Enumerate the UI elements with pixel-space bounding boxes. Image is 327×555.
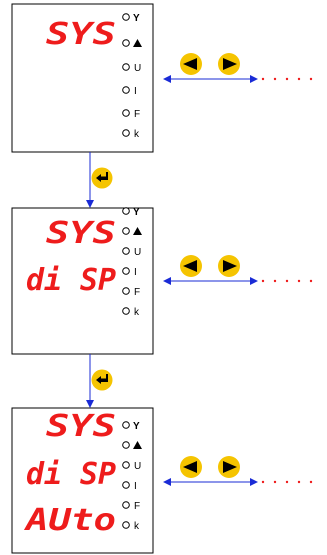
indicator-led (122, 287, 130, 295)
segment-line-3: AUto (24, 503, 116, 538)
star-icon: Y (133, 13, 140, 24)
continuation-dot (261, 279, 265, 283)
indicator-led (122, 13, 130, 21)
screen-frame (11, 407, 154, 554)
continuation-dot (261, 480, 265, 484)
indicator-led (122, 227, 130, 235)
indicator-label: U (134, 63, 141, 74)
enter-button (91, 167, 113, 189)
indicator-label: F (134, 501, 140, 512)
left-button (180, 456, 202, 478)
indicator-led (122, 501, 130, 509)
continuation-dot (285, 77, 289, 81)
indicator-led (122, 307, 130, 315)
indicator-label: k (134, 521, 140, 532)
left-button (180, 255, 202, 277)
indicator-led (122, 109, 130, 117)
indicator-led (122, 129, 130, 137)
indicator-label: F (134, 109, 140, 120)
continuation-dot (273, 279, 277, 283)
indicator-led (122, 267, 130, 275)
indicator-led (122, 207, 130, 215)
triangle-icon (133, 227, 142, 235)
continuation-dot (297, 279, 301, 283)
segment-line-1: SYS (46, 17, 116, 52)
triangle-icon (133, 441, 142, 449)
indicator-led (122, 421, 130, 429)
right-button (218, 53, 240, 75)
indicator-label: k (134, 307, 140, 318)
indicator-label: k (134, 129, 140, 140)
display-screen-1: SYS Y U I Fk (11, 3, 154, 153)
continuation-dot (309, 480, 313, 484)
star-icon: Y (133, 207, 140, 218)
indicator-label: U (134, 461, 141, 472)
indicator-led (122, 521, 130, 529)
triangle-icon (133, 39, 142, 47)
indicator-led (122, 461, 130, 469)
right-arrow-icon (223, 260, 237, 272)
indicator-label: F (134, 287, 140, 298)
right-button (218, 456, 240, 478)
right-arrow-icon (223, 461, 237, 473)
indicator-label: I (134, 481, 137, 492)
left-button (180, 53, 202, 75)
indicator-led (122, 63, 130, 71)
enter-button (91, 369, 113, 391)
enter-icon (96, 374, 108, 384)
indicator-led (122, 39, 130, 47)
continuation-dot (273, 77, 277, 81)
indicator-label: I (134, 86, 137, 97)
continuation-dot (273, 480, 277, 484)
left-arrow-icon (183, 58, 197, 70)
star-icon: Y (133, 421, 140, 432)
right-arrow-icon (223, 58, 237, 70)
left-arrow-icon (183, 260, 197, 272)
right-button (218, 255, 240, 277)
enter-icon (96, 172, 108, 182)
indicator-led (122, 481, 130, 489)
continuation-dot (309, 77, 313, 81)
indicator-led (122, 441, 130, 449)
segment-line-2: di SP (26, 457, 116, 492)
indicator-label: I (134, 267, 137, 278)
segment-line-2: di SP (26, 263, 116, 298)
segment-line-1: SYS (46, 216, 116, 251)
segment-line-1: SYS (46, 409, 116, 444)
screen-frame (11, 3, 154, 153)
left-arrow-icon (183, 461, 197, 473)
continuation-dot (297, 480, 301, 484)
indicator-label: U (134, 247, 141, 258)
continuation-dot (285, 279, 289, 283)
continuation-dot (285, 480, 289, 484)
indicator-led (122, 86, 130, 94)
continuation-dot (261, 77, 265, 81)
continuation-dot (297, 77, 301, 81)
indicator-led (122, 247, 130, 255)
continuation-dot (309, 279, 313, 283)
